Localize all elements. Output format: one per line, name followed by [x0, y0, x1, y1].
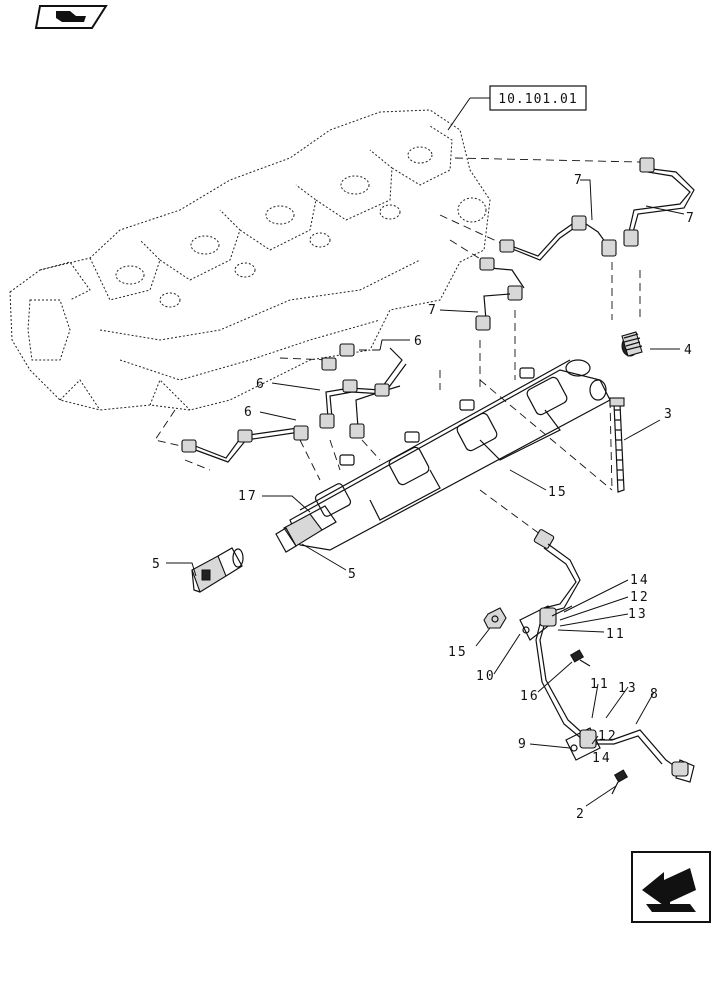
pressure-relief-valve[interactable] — [621, 331, 643, 357]
fuel-rail[interactable] — [289, 359, 611, 551]
callout-14: 14 — [630, 573, 650, 588]
callout-8: 8 — [650, 687, 660, 702]
callout-6: 6 — [256, 377, 266, 392]
stud-bolt[interactable] — [609, 397, 625, 493]
callout-9: 9 — [518, 737, 528, 752]
callout-13: 13 — [618, 681, 638, 696]
screw-16[interactable] — [569, 649, 591, 667]
assembly-guide-lines — [154, 157, 641, 541]
callout-3: 3 — [664, 407, 674, 422]
callout-10: 10 — [476, 669, 496, 684]
cylinder-head-outline — [9, 109, 491, 411]
injection-line-group-6[interactable] — [181, 343, 407, 463]
callout-13: 13 — [628, 607, 648, 622]
callout-6: 6 — [244, 405, 254, 420]
rail-pressure-sensor[interactable] — [275, 505, 337, 553]
bracket-upper[interactable] — [519, 605, 573, 641]
callout-14: 14 — [592, 751, 612, 766]
pressure-sensor[interactable] — [191, 547, 244, 593]
callout-12: 12 — [630, 590, 650, 605]
callout-15: 15 — [548, 485, 568, 500]
injection-line-group-7[interactable] — [475, 157, 695, 331]
callout-7: 7 — [686, 211, 696, 226]
callout-5: 5 — [348, 567, 358, 582]
callout-15: 15 — [448, 645, 468, 660]
callout-6: 6 — [414, 334, 424, 349]
reference-box[interactable]: 10.101.01 — [447, 85, 587, 131]
callout-7: 7 — [574, 173, 584, 188]
callout-labels: 7 7 7 6 6 6 4 3 15 17 5 5 14 12 13 11 15… — [152, 173, 696, 822]
reference-text: 10.101.01 — [498, 92, 577, 107]
next-page-arrow-icon[interactable] — [631, 851, 711, 923]
screw-2[interactable] — [611, 769, 629, 795]
callout-12: 12 — [598, 729, 618, 744]
callout-4: 4 — [684, 343, 694, 358]
callout-16: 16 — [520, 689, 540, 704]
leader-lines — [166, 179, 685, 807]
callout-2: 2 — [576, 807, 586, 822]
hex-nut[interactable] — [483, 607, 507, 629]
callout-11: 11 — [606, 627, 626, 642]
callout-11: 11 — [590, 677, 610, 692]
callout-17: 17 — [238, 489, 258, 504]
callout-7: 7 — [428, 303, 438, 318]
injection-line-8[interactable] — [533, 529, 695, 783]
book-hand-icon[interactable] — [34, 5, 108, 29]
callout-5: 5 — [152, 557, 162, 572]
